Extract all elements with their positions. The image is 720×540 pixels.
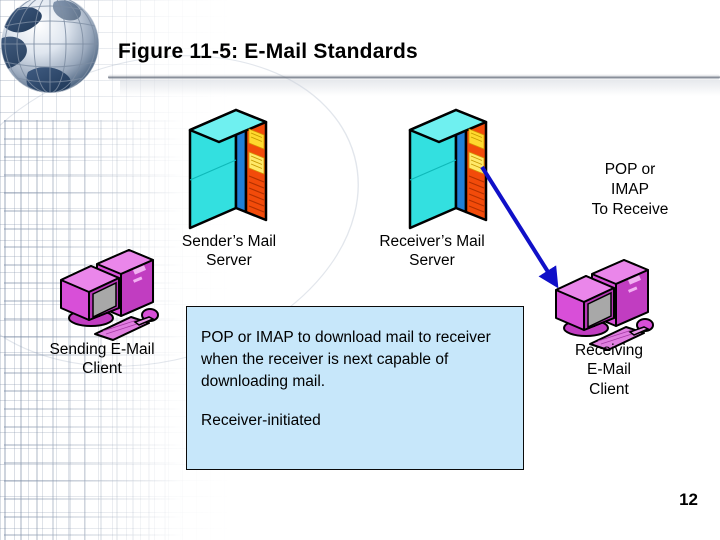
receiver-mail-server-label: Receiver’s Mail Server [379, 233, 485, 270]
pop-imap-callout: POP or IMAP to download mail to receiver… [186, 306, 524, 470]
page-title: Figure 11-5: E-Mail Standards [118, 40, 418, 63]
sending-client-icon [57, 246, 169, 341]
pop-imap-arrow [470, 155, 580, 305]
receiver-mail-server-icon [406, 104, 492, 236]
sender-mail-server-label: Sender’s Mail Server [181, 233, 277, 270]
sender-mail-server-icon [186, 104, 272, 236]
pop-imap-arrow-label: POP or IMAP To Receive [591, 161, 669, 219]
globe-icon [0, 0, 108, 104]
callout-paragraph-2: Receiver-initiated [201, 412, 321, 429]
receiving-client-icon [552, 256, 664, 351]
receiving-client-label: Receiving E-Mail Client [574, 342, 644, 398]
sending-client-label: Sending E-Mail Client [49, 341, 155, 378]
title-divider-shadow [120, 80, 720, 96]
title-divider [108, 74, 720, 80]
callout-paragraph-1: POP or IMAP to download mail to receiver… [201, 329, 491, 390]
page-number: 12 [679, 490, 698, 509]
